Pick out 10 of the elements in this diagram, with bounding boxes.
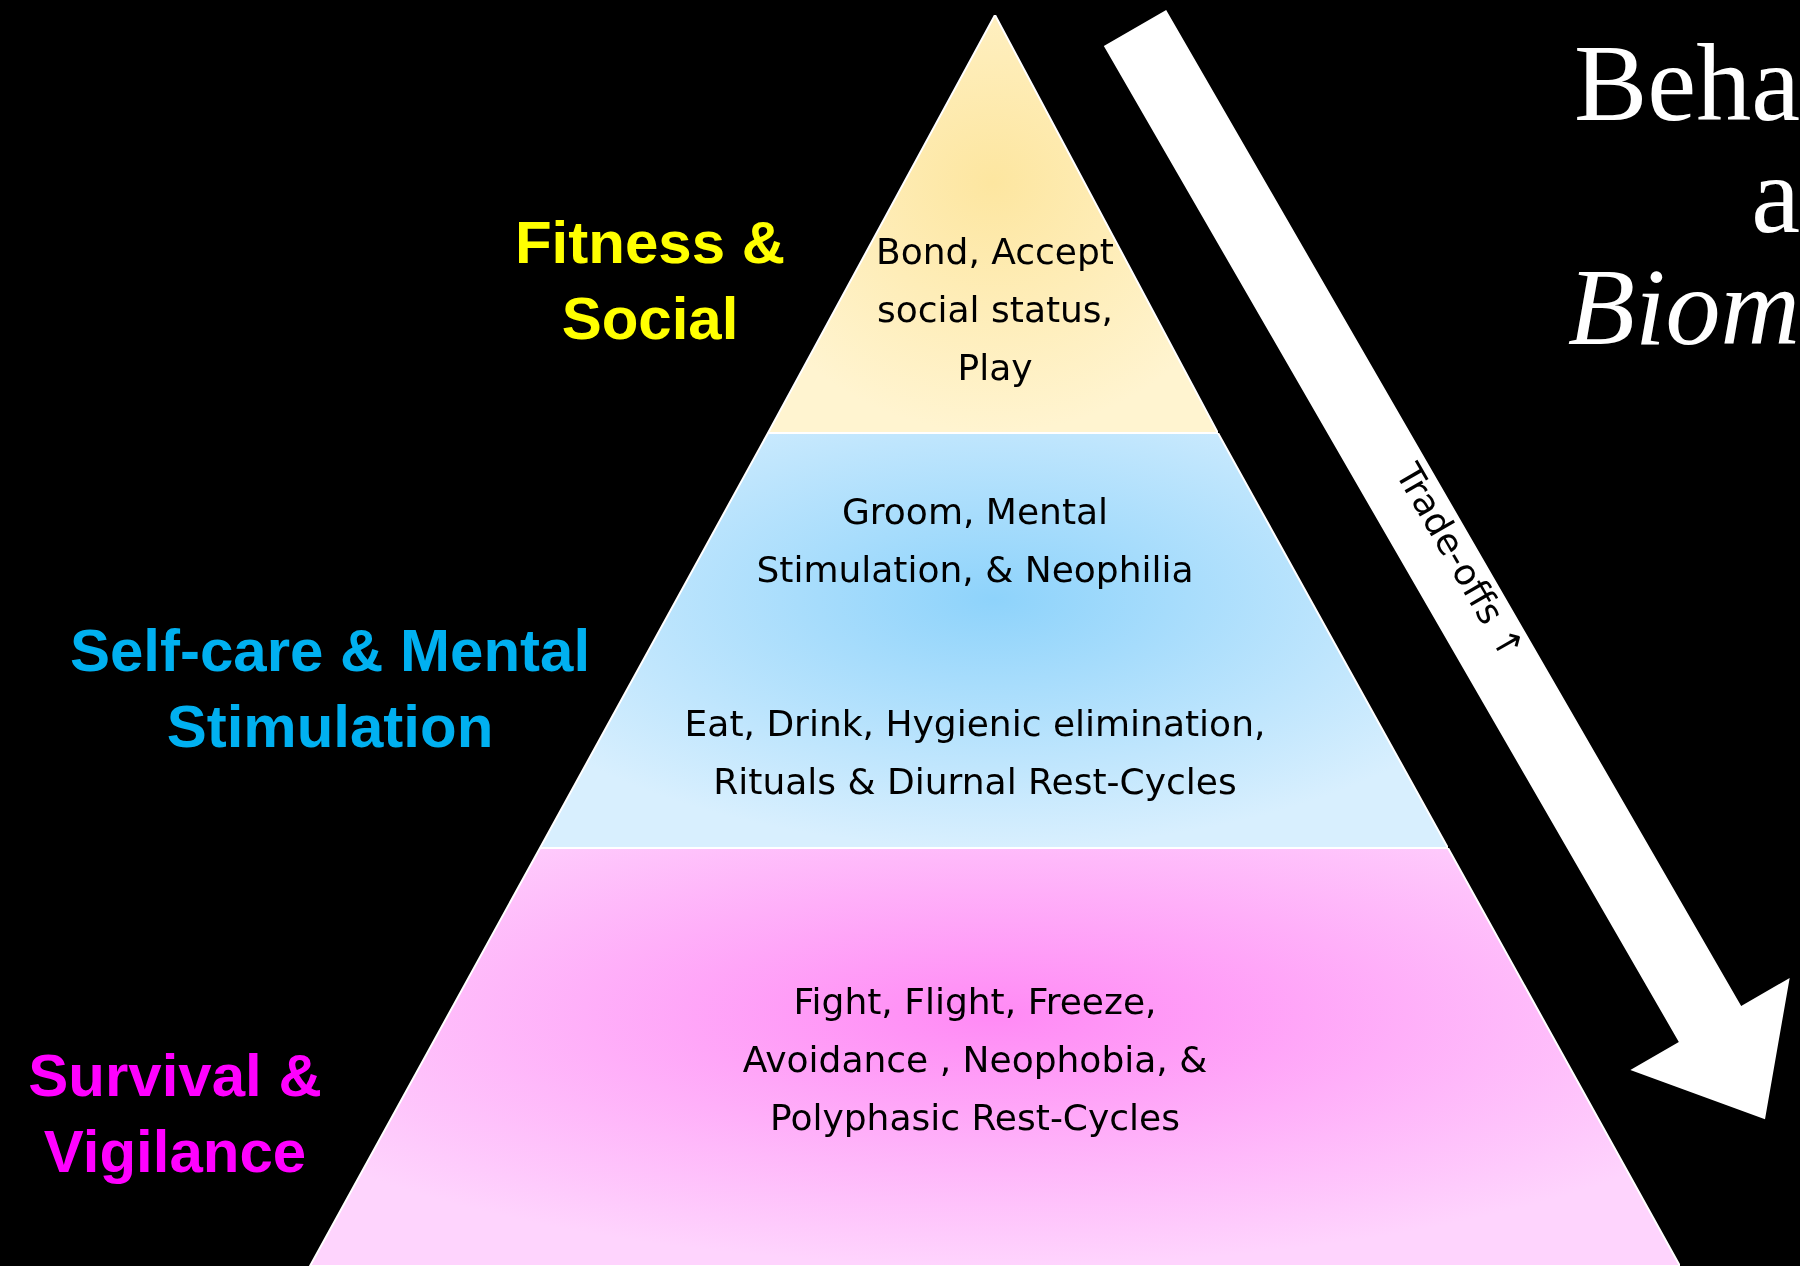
tier-heading: Self-care & Mental Stimulation [68,616,592,762]
title-text: a [1751,140,1800,250]
tier-heading: Fitness & Social [513,208,787,354]
tier-text: Groom, Mental Stimulation, & Neophilia [755,490,1195,592]
title-text: Biom [1567,252,1800,362]
title-text: Beha [1574,28,1800,138]
tier-text: Eat, Drink, Hygienic elimination, Rituals & Diurnal Rest-Cycles [683,702,1267,804]
tier-text: Bond, Accept social status, Play [875,230,1115,390]
tier-text: Fight, Flight, Freeze, Avoidance , Neophobia, & Polyphasic Rest-Cycles [741,980,1209,1140]
tier-heading: Survival & Vigilance [27,1041,323,1187]
